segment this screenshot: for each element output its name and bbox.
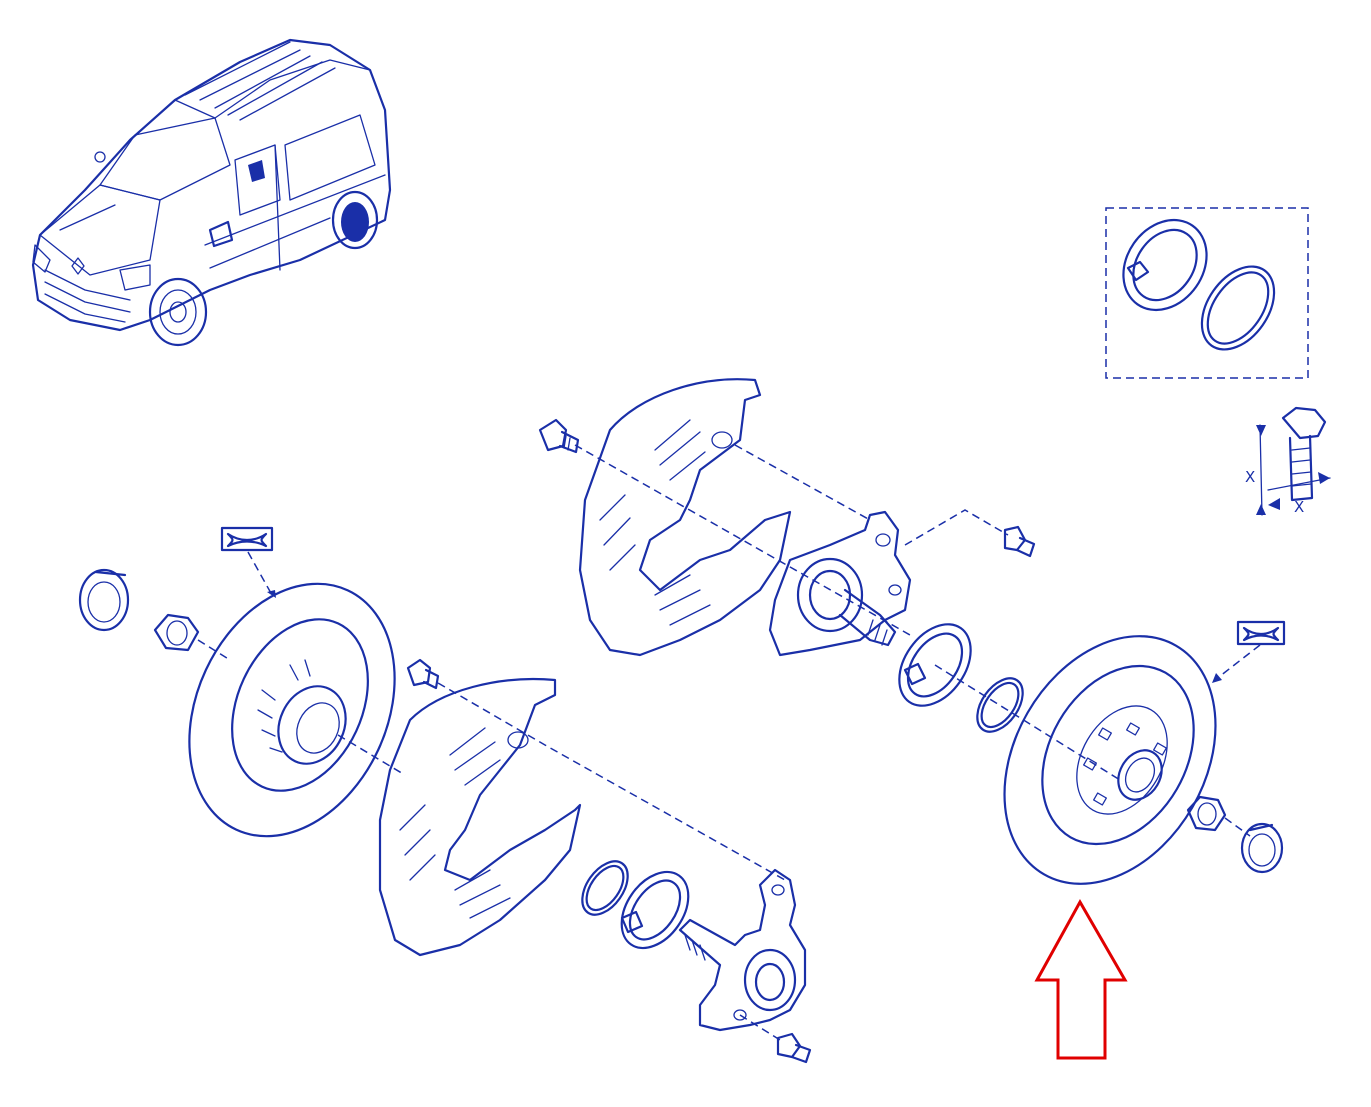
dimension-label-shank: X <box>1245 468 1255 486</box>
carrier-bolt-lower <box>739 1014 812 1064</box>
brake-splash-shield-upper <box>578 378 792 657</box>
seal-kit-detail-box <box>1105 207 1309 379</box>
brake-disc-left <box>188 582 396 838</box>
disc-marking-symbol-left <box>220 526 276 598</box>
disc-axis-left <box>337 734 406 776</box>
hub-cap-right <box>1240 822 1284 874</box>
brake-disc-right <box>1003 635 1217 885</box>
abs-target-ring-lower <box>620 870 690 950</box>
o-ring-seal <box>1200 265 1276 351</box>
bearing-seal-ring <box>1122 218 1208 312</box>
carrier-bolt-leader <box>904 509 1009 546</box>
stub-axle-carrier-lower <box>678 868 807 1032</box>
splash-shield-bolt-lower <box>406 658 440 690</box>
hub-axis-left <box>197 639 231 661</box>
bolt-measurement-detail: X X <box>1245 406 1331 516</box>
circlip-upper <box>976 677 1024 733</box>
brake-splash-shield-lower <box>378 677 582 957</box>
circlip-lower <box>581 860 629 916</box>
splash-shield-bolt-upper <box>538 418 580 454</box>
dimension-label-thread: X <box>1294 498 1304 516</box>
highlight-arrow <box>1034 898 1128 1060</box>
carrier-bolt-upper <box>1003 525 1036 558</box>
bolt-axis-upper <box>734 444 871 521</box>
abs-target-ring-upper <box>898 623 972 707</box>
hub-cap-left <box>78 568 130 632</box>
hub-nut-right <box>1186 795 1227 832</box>
hub-axis-right <box>1224 817 1251 837</box>
disc-marking-symbol-right <box>1212 620 1286 683</box>
stub-axle-carrier-upper <box>768 510 912 657</box>
hub-nut-left <box>153 613 200 652</box>
van-illustration <box>31 38 392 347</box>
bolt-axis-lower <box>437 682 786 881</box>
hub-axis-upper <box>934 664 1121 781</box>
